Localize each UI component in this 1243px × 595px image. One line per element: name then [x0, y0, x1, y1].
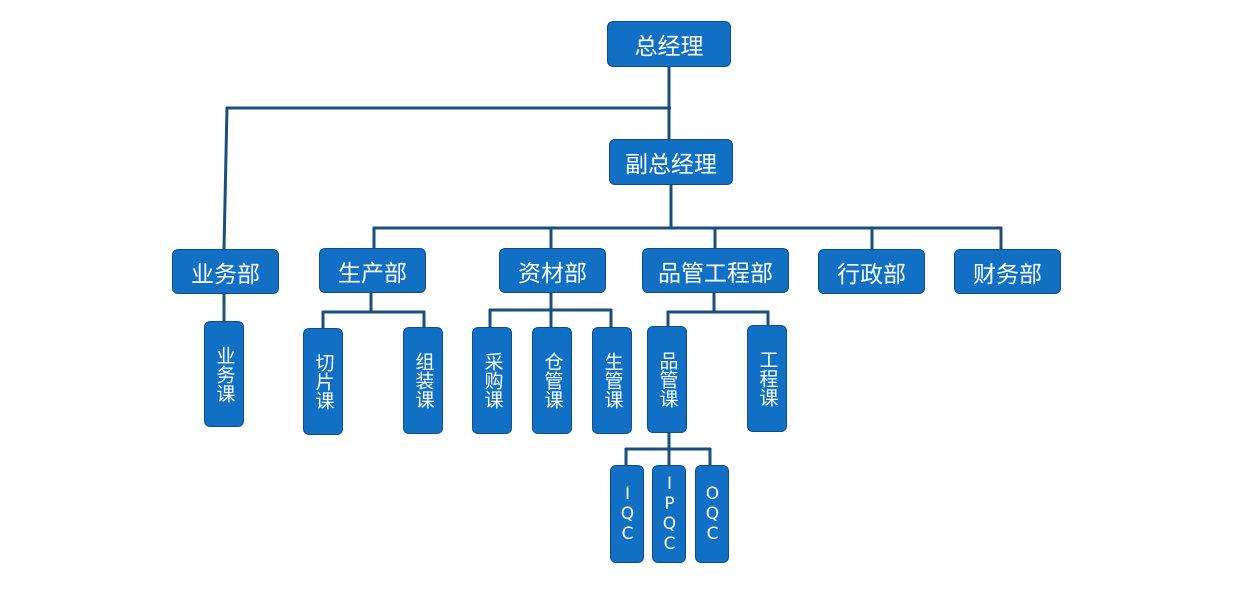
- node-production-control-section: 生管课: [592, 327, 632, 434]
- node-admin-dept: 行政部: [818, 249, 925, 294]
- node-qe-dept: 品管工程部: [642, 248, 789, 293]
- node-assembly-section: 组装课: [403, 327, 443, 434]
- node-materials-dept: 资材部: [499, 248, 606, 293]
- node-production-dept: 生产部: [319, 248, 426, 293]
- node-qc-section: 品管课: [647, 326, 687, 433]
- node-finance-dept: 财务部: [954, 249, 1061, 294]
- node-oqc: OQC: [695, 465, 729, 563]
- node-iqc: IQC: [610, 465, 644, 563]
- node-warehouse-section: 仓管课: [532, 327, 572, 434]
- node-purchasing-section: 采购课: [472, 327, 512, 434]
- node-general-manager: 总经理: [607, 21, 731, 67]
- node-cutting-section: 切片课: [303, 328, 343, 435]
- node-sales-section: 业务课: [204, 321, 244, 427]
- node-sales-dept: 业务部: [172, 249, 279, 294]
- node-engineering-section: 工程课: [747, 325, 787, 432]
- node-deputy-general-manager: 副总经理: [609, 139, 733, 185]
- node-ipqc: IPQC: [652, 465, 686, 563]
